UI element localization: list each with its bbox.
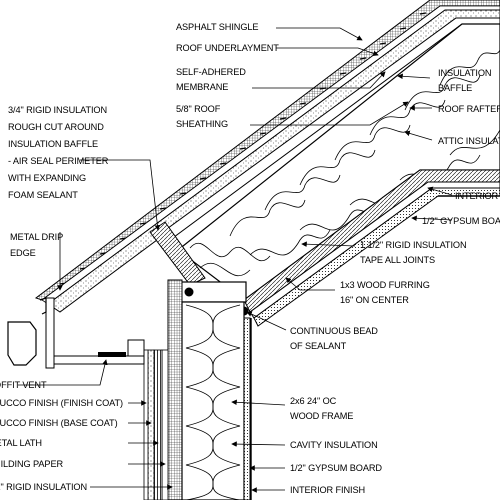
label-rigid-bottom: 1/2" RIGID INSULATION (0, 482, 87, 492)
label-rigid-15-1: 1 1/2" RIGID INSULATION (360, 240, 466, 250)
label-asphalt-shingle: ASPHALT SHINGLE (176, 22, 258, 32)
label-self-adhered-1: SELF-ADHERED (176, 67, 246, 77)
label-rigid-34-2: ROUGH CUT AROUND (8, 122, 104, 132)
label-furring-1: 1x3 WOOD FURRING (340, 280, 430, 290)
label-gypsum-top: 1/2" GYPSUM BOARD (422, 216, 500, 226)
soffit-vent (98, 352, 126, 357)
metal-drip-edge (39, 297, 47, 315)
label-bead-2: OF SEALANT (290, 341, 347, 351)
leader-lines (18, 27, 453, 493)
labels: ASPHALT SHINGLE ROOF UNDERLAYMENT SELF-A… (0, 22, 500, 495)
ledger (127, 339, 145, 357)
label-rigid-34-4: - AIR SEAL PERIMETER (8, 156, 109, 166)
label-rigid-34-5: WITH EXPANDING (8, 173, 86, 183)
label-rigid-34-1: 3/4" RIGID INSULATION (8, 105, 107, 115)
label-cavity: CAVITY INSULATION (290, 440, 378, 450)
label-drip-1: METAL DRIP (10, 232, 63, 242)
wall-assembly (143, 279, 252, 500)
stucco-finish-coat (143, 349, 149, 500)
sealant-bead-left (184, 287, 194, 297)
label-roof-sheathing-1: 5/8" ROOF (176, 104, 221, 114)
soffit-assembly (7, 297, 145, 369)
label-interior-finish-bottom: INTERIOR FINISH (290, 485, 365, 495)
label-attic-insulation: ATTIC INSULATION (438, 136, 500, 146)
label-insulation-baffle-2: BAFFLE (438, 83, 472, 93)
soffit-board (53, 355, 145, 365)
label-gypsum-bottom: 1/2" GYPSUM BOARD (290, 463, 382, 473)
label-lath: METAL LATH (0, 438, 42, 448)
label-frame-2: WOOD FRAME (290, 411, 353, 421)
wall-gypsum-board (243, 317, 251, 500)
label-rigid-34-3: INSULATION BAFFLE (8, 139, 98, 149)
building-paper (161, 349, 169, 500)
label-rigid-34-6: FOAM SEALANT (8, 190, 78, 200)
exterior-rigid-insulation (167, 279, 183, 500)
label-roof-underlayment: ROOF UNDERLAYMENT (176, 43, 279, 53)
fascia-board (45, 297, 55, 369)
label-furring-2: 16" ON CENTER (340, 295, 409, 305)
cavity-insulation (181, 301, 245, 500)
label-drip-2: EDGE (10, 248, 36, 258)
shingle-courses (59, 12, 427, 285)
label-stucco-base: STUCCO FINISH (BASE COAT) (0, 418, 118, 428)
label-frame-1: 2x6 24" OC (290, 396, 337, 406)
label-self-adhered-2: MEMBRANE (176, 82, 228, 92)
label-rigid-15-2: TAPE ALL JOINTS (360, 255, 435, 265)
label-interior-finish-top: INTERIOR FINISH (455, 191, 500, 201)
label-roof-rafter: ROOF RAFTER (438, 104, 500, 114)
label-soffit: SOFFIT VENT (0, 380, 47, 390)
metal-lath (153, 349, 163, 500)
label-paper: BUILDING PAPER (0, 459, 63, 469)
gutter (7, 321, 37, 366)
label-bead-1: CONTINUOUS BEAD (290, 326, 378, 336)
wall-batt-loops (185, 304, 241, 500)
stucco-base-coat (147, 349, 155, 500)
label-stucco-finish: STUCCO FINISH (FINISH COAT) (0, 398, 123, 408)
label-roof-sheathing-2: SHEATHING (176, 119, 228, 129)
label-insulation-baffle-1: INSULATION (438, 68, 491, 78)
